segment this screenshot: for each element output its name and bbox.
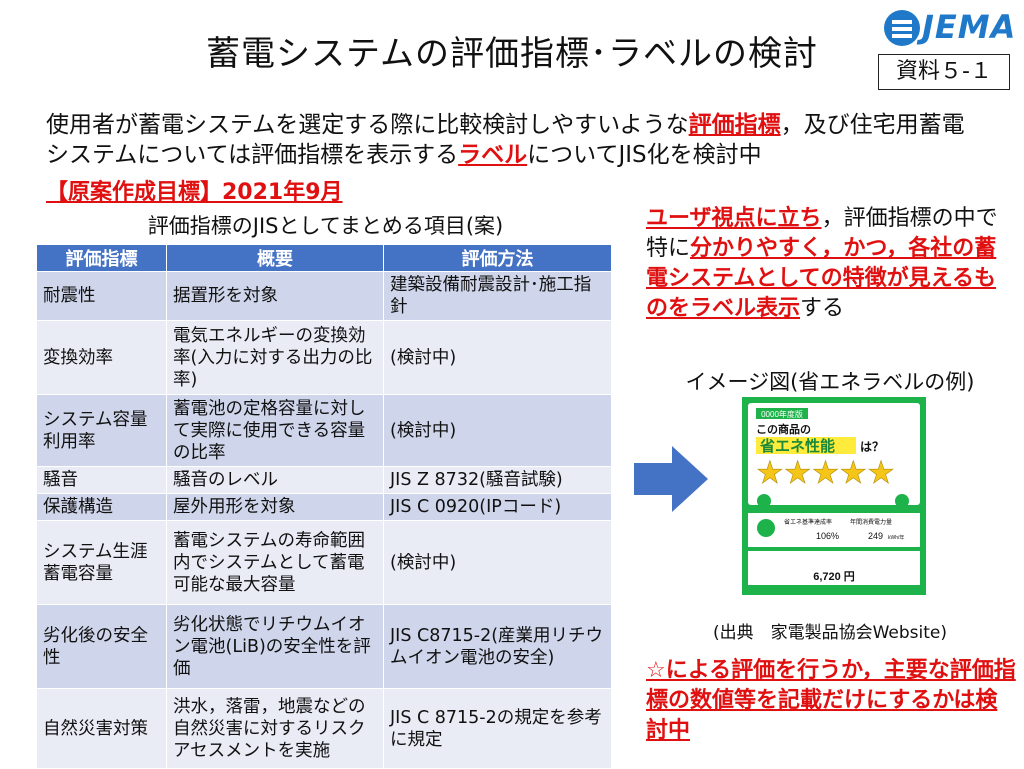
cell-method: JIS C 8715-2の規定を参考に規定: [383, 688, 612, 769]
user-viewpoint-highlight: ユーザ視点に立ち: [646, 206, 822, 231]
cell-summary: 洪水，落雷，地震などの自然災害に対するリスクアセスメントを実施: [166, 688, 384, 769]
rating-note-text: ☆による評価を行うか，主要な評価指標の数値等を記載だけにするかは検討中: [646, 658, 1016, 743]
cell-summary: 蓄電池の定格容量に対して実際に使用できる容量の比率: [166, 394, 384, 467]
label-display-highlight: 分かりやすく，かつ，各社の蓄電システムとしての特徴が見えるものをラベル表示: [646, 236, 997, 321]
cell-summary: 据置形を対象: [166, 271, 384, 321]
cell-method: (検討中): [383, 320, 612, 395]
cell-method: JIS C8715-2(産業用リチウムイオン電池の安全): [383, 604, 612, 689]
cell-method: (検討中): [383, 394, 612, 467]
jema-logo: JEMA: [884, 8, 1016, 48]
right-arrow-icon: [634, 446, 708, 512]
intro-text-3: についてJIS化を検討中: [527, 142, 762, 168]
table-row: 劣化後の安全性 劣化状態でリチウムイオン電池(LiB)の安全性を評価 JIS C…: [36, 604, 612, 689]
cell-summary: 電気エネルギーの変換効率(入力に対する出力の比率): [166, 320, 384, 395]
cell-index: 耐震性: [36, 271, 167, 321]
cell-index: システム生涯蓄電容量: [36, 520, 167, 605]
cell-method: JIS C 0920(IPコード): [383, 493, 612, 521]
intro-highlight-evaluation-index: 評価指標: [688, 112, 781, 138]
table-row: システム生涯蓄電容量 蓄電システムの寿命範囲内でシステムとして蓄電可能な最大容量…: [36, 520, 612, 605]
intro-highlight-label: ラベル: [458, 142, 528, 168]
label-power-value: 249: [868, 531, 883, 541]
document-number-box: 資料５-１: [878, 54, 1010, 90]
slide-title: 蓄電システムの評価指標･ラベルの検討: [206, 34, 818, 74]
label-cost: 6,720 円: [813, 570, 855, 583]
table-row: システム容量利用率 蓄電池の定格容量に対して実際に使用できる容量の比率 (検討中…: [36, 394, 612, 467]
jema-logo-icon: [884, 10, 920, 46]
cell-summary: 騒音のレベル: [166, 466, 384, 494]
cell-method: (検討中): [383, 520, 612, 605]
header-index: 評価指標: [36, 244, 167, 272]
cell-method: JIS Z 8732(騒音試験): [383, 466, 612, 494]
cell-index: 保護構造: [36, 493, 167, 521]
label-stars: ★★★★★: [756, 455, 895, 491]
table-row: 耐震性 据置形を対象 建築設備耐震設計･施工指針: [36, 271, 612, 321]
image-source: (出典 家電製品協会Website): [712, 623, 948, 643]
jema-logo-text: JEMA: [922, 8, 1017, 46]
table-row: 自然災害対策 洪水，落雷，地震などの自然災害に対するリスクアセスメントを実施 J…: [36, 688, 612, 769]
table-row: 保護構造 屋外用形を対象 JIS C 0920(IPコード): [36, 493, 612, 521]
image-caption: イメージ図(省エネラベルの例): [685, 370, 975, 394]
label-policy-text-2: する: [800, 296, 845, 321]
intro-paragraph: 使用者が蓄電システムを選定する際に比較検討しやすいような評価指標，及び住宅用蓄電…: [46, 110, 986, 170]
label-power-label: 年間消費電力量: [850, 518, 892, 526]
label-rate-label: 省エネ基準達成率: [784, 518, 832, 526]
cell-index: システム容量利用率: [36, 394, 167, 467]
label-rate-value: 106%: [816, 531, 839, 541]
rating-note: ☆による評価を行うか，主要な評価指標の数値等を記載だけにするかは検討中: [646, 656, 1018, 746]
label-policy-text-1: ，評価指標の中で特に: [646, 206, 998, 261]
label-line3: は？: [860, 440, 884, 454]
draft-target-date: 【原案作成目標】2021年9月: [46, 180, 343, 205]
table-header-row: 評価指標 概要 評価方法: [36, 244, 612, 272]
cell-method: 建築設備耐震設計･施工指針: [383, 271, 612, 321]
cell-summary: 劣化状態でリチウムイオン電池(LiB)の安全性を評価: [166, 604, 384, 689]
cell-index: 騒音: [36, 466, 167, 494]
label-policy-text: ユーザ視点に立ち，評価指標の中で特に分かりやすく，かつ，各社の蓄電システムとして…: [646, 204, 1018, 324]
cell-index: 変換効率: [36, 320, 167, 395]
label-line2: 省エネ性能: [759, 437, 835, 455]
cell-summary: 屋外用形を対象: [166, 493, 384, 521]
label-power-unit: kWh/年: [888, 534, 904, 541]
intro-text-2: ，及び住宅用蓄電システムについては評価指標を表示する: [46, 112, 965, 168]
header-method: 評価方法: [383, 244, 612, 272]
cell-index: 劣化後の安全性: [36, 604, 167, 689]
label-line1: この商品の: [756, 422, 811, 436]
table-row: 変換効率 電気エネルギーの変換効率(入力に対する出力の比率) (検討中): [36, 320, 612, 395]
evaluation-items-table: 評価指標 概要 評価方法 耐震性 据置形を対象 建築設備耐震設計･施工指針 変換…: [36, 244, 612, 769]
energy-label-image: 0000年度版 この商品の 省エネ性能 は？ ★★★★★ 省エネ基準達成率 10…: [742, 397, 926, 595]
intro-text-1: 使用者が蓄電システムを選定する際に比較検討しやすいような: [46, 112, 689, 138]
table-row: 騒音 騒音のレベル JIS Z 8732(騒音試験): [36, 466, 612, 494]
cell-index: 自然災害対策: [36, 688, 167, 769]
header-summary: 概要: [166, 244, 384, 272]
label-year-tag: 0000年度版: [761, 409, 803, 419]
cell-summary: 蓄電システムの寿命範囲内でシステムとして蓄電可能な最大容量: [166, 520, 384, 605]
table-caption: 評価指標のJISとしてまとめる項目(案): [147, 214, 504, 238]
